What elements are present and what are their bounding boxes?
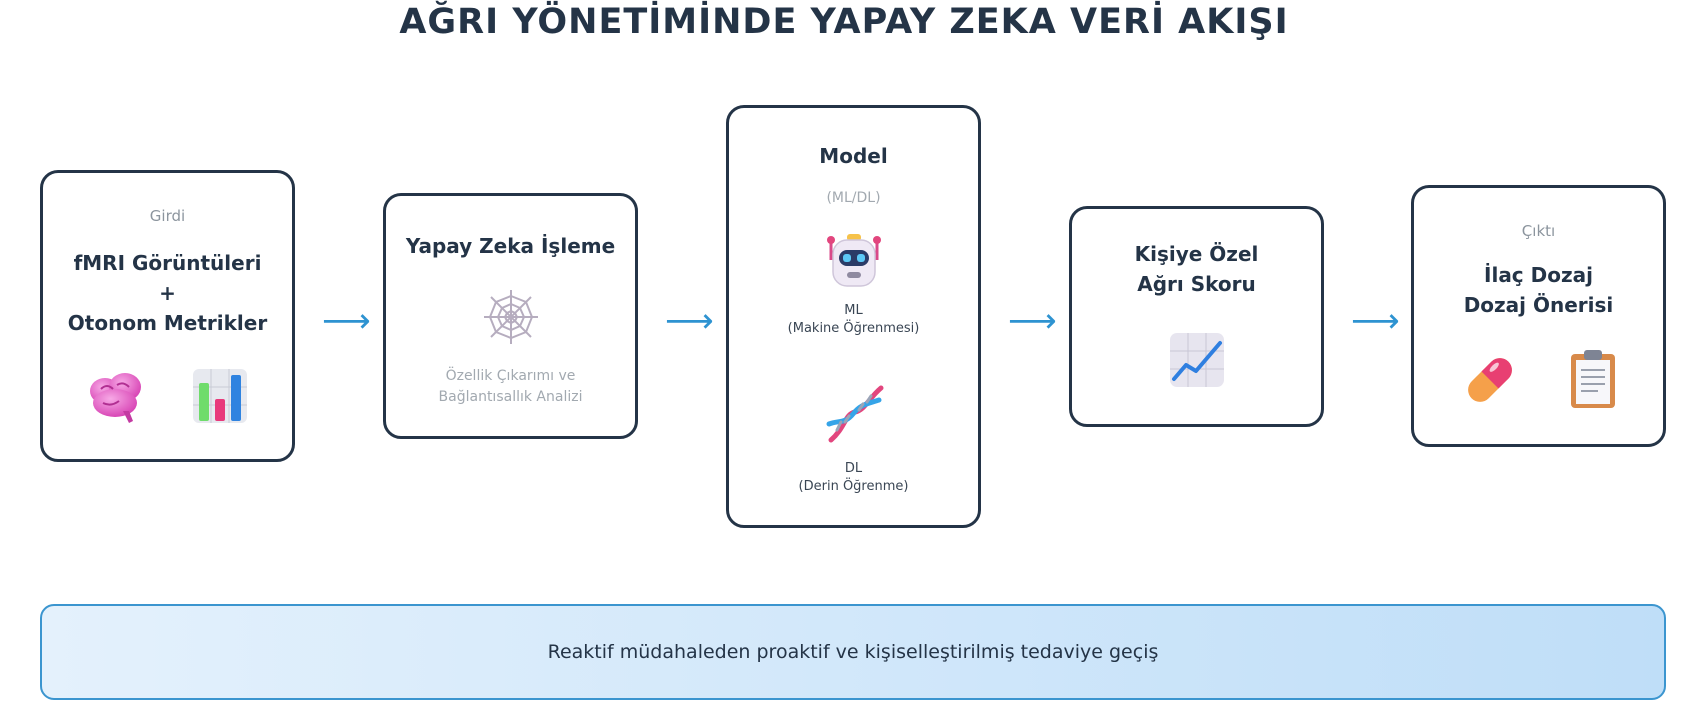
- input-tag: Girdi: [149, 207, 186, 225]
- dl-label: DL: [844, 461, 863, 476]
- input-line1: fMRI Görüntüleri: [73, 251, 262, 275]
- brain-icon: [87, 369, 147, 429]
- processing-desc-2: Bağlantısallık Analizi: [438, 389, 583, 405]
- ml-label: ML: [844, 303, 863, 318]
- input-plus: +: [159, 281, 176, 305]
- output-line1: İlaç Dozaj: [1484, 263, 1593, 287]
- output-box: Çıktı İlaç Dozaj Dozaj Önerisi: [1411, 185, 1666, 447]
- output-line2: Dozaj Önerisi: [1463, 293, 1614, 317]
- model-heading: Model: [819, 144, 888, 168]
- model-box: Model (ML/DL) ML (Makine Öğrenmesi) DL (…: [726, 105, 981, 528]
- flow-arrow-4: ⟶: [1351, 301, 1400, 341]
- pill-icon: [1460, 350, 1520, 414]
- dl-desc: (Derin Öğrenme): [798, 479, 909, 494]
- summary-banner: Reaktif müdahaleden proaktif ve kişisell…: [40, 604, 1666, 700]
- bar-chart-icon: [191, 367, 249, 429]
- processing-desc-1: Özellik Çıkarımı ve: [445, 368, 576, 384]
- dna-icon: [825, 384, 885, 448]
- robot-icon: [823, 230, 885, 294]
- model-sub: (ML/DL): [826, 190, 881, 206]
- flow-arrow-3: ⟶: [1008, 301, 1057, 341]
- score-line2: Ağrı Skoru: [1137, 272, 1256, 296]
- trend-chart-icon: [1168, 331, 1226, 393]
- score-line1: Kişiye Özel: [1134, 242, 1259, 266]
- processing-heading: Yapay Zeka İşleme: [405, 234, 616, 258]
- processing-box: Yapay Zeka İşleme Özellik Çıkarımı ve Ba…: [383, 193, 638, 439]
- output-tag: Çıktı: [1521, 222, 1556, 240]
- spider-web-icon: [482, 288, 540, 350]
- flow-arrow-1: ⟶: [322, 301, 371, 341]
- page-title: AĞRI YÖNETİMİNDE YAPAY ZEKA VERİ AKIŞI: [399, 2, 1289, 42]
- input-box: Girdi fMRI Görüntüleri + Otonom Metrikle…: [40, 170, 295, 462]
- score-box: Kişiye Özel Ağrı Skoru: [1069, 206, 1324, 427]
- flow-arrow-2: ⟶: [665, 301, 714, 341]
- input-line2: Otonom Metrikler: [67, 311, 268, 335]
- clipboard-icon: [1568, 348, 1618, 414]
- ml-desc: (Makine Öğrenmesi): [787, 321, 920, 336]
